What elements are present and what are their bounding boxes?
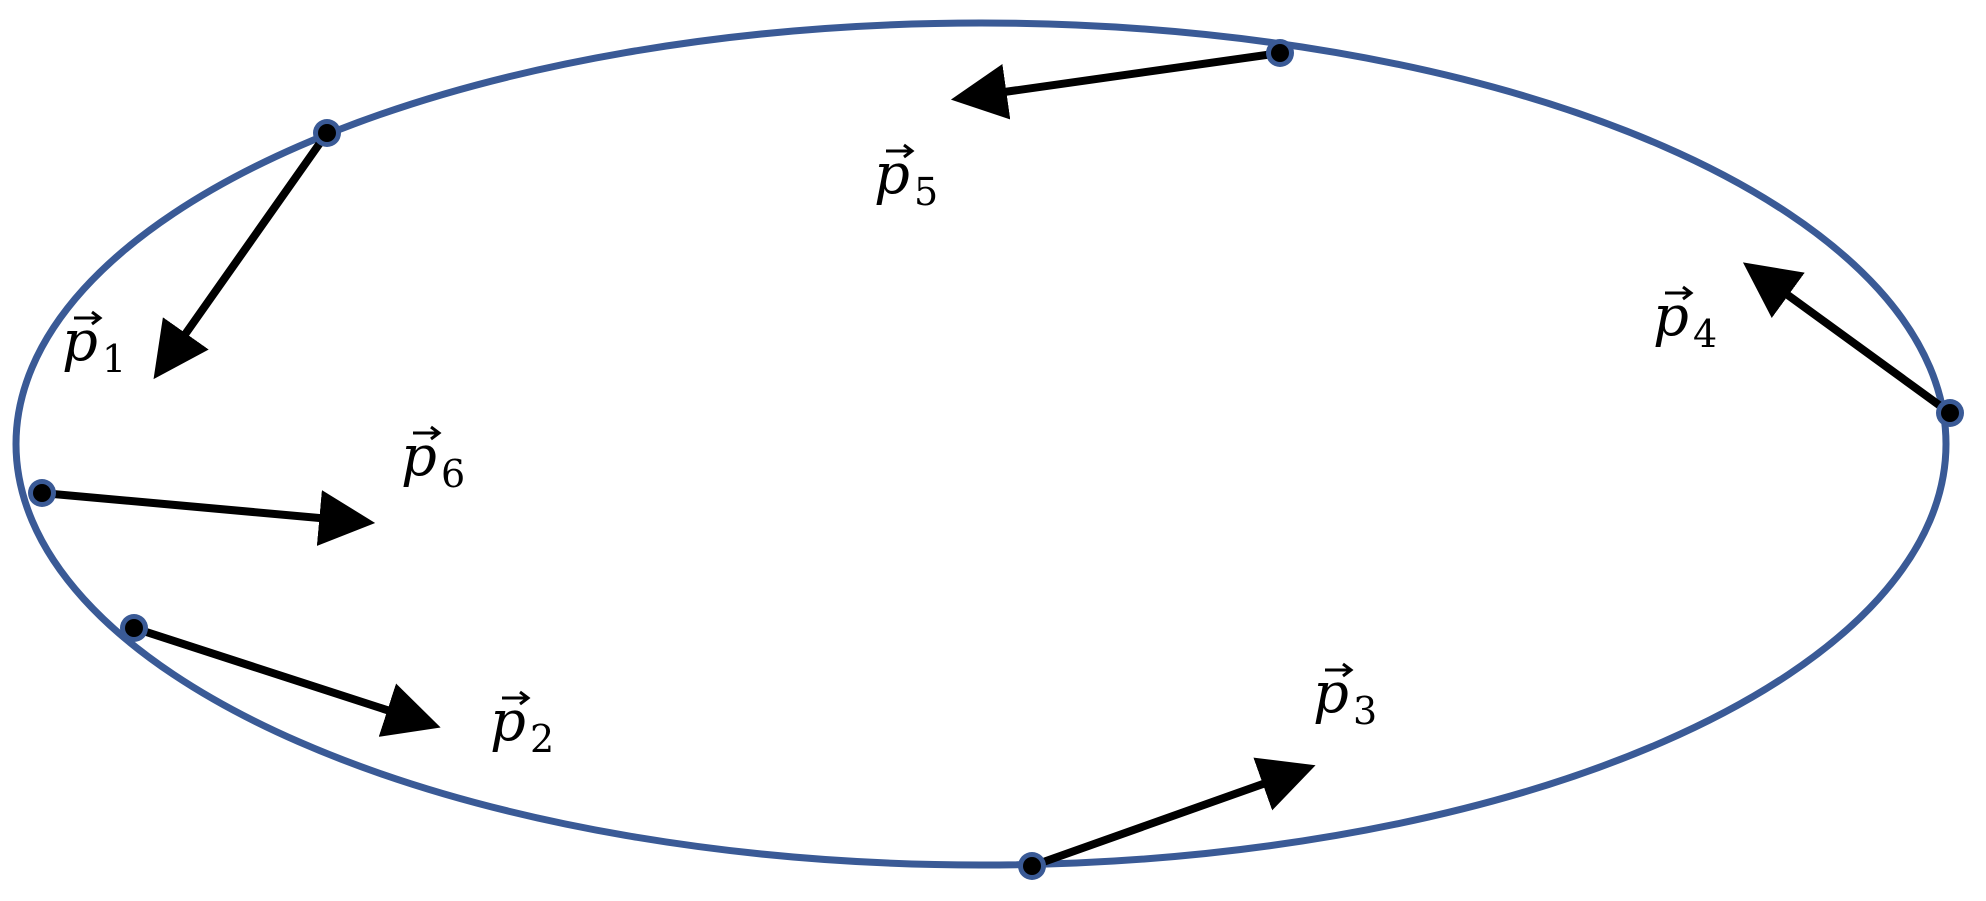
arrow-p5	[950, 49, 1281, 120]
label-p3: p 3	[1313, 661, 1377, 733]
arrow-p3	[1030, 757, 1316, 870]
svg-text:3: 3	[1353, 689, 1377, 733]
label-p4: p 4	[1653, 284, 1717, 356]
svg-text:p: p	[1653, 284, 1689, 349]
label-p1: p 1	[62, 309, 126, 381]
svg-text:5: 5	[914, 170, 938, 214]
arrow-p4	[1742, 262, 1953, 417]
svg-text:4: 4	[1693, 312, 1717, 356]
point-p2	[120, 614, 148, 642]
orbit-ellipse	[12, 19, 1950, 869]
svg-text:p: p	[62, 309, 98, 374]
label-p2: p 2	[490, 689, 554, 761]
svg-text:p: p	[401, 424, 437, 489]
point-p1	[313, 119, 341, 147]
svg-text:1: 1	[102, 337, 126, 381]
point-p4	[1936, 399, 1964, 427]
point-p6	[28, 479, 56, 507]
svg-text:p: p	[490, 689, 526, 754]
arrow-p1	[153, 130, 331, 380]
arrow-p2	[132, 624, 441, 737]
label-p5: p 5	[874, 142, 938, 214]
label-p6: p 6	[401, 424, 465, 496]
svg-text:p: p	[1313, 661, 1349, 726]
point-p3	[1018, 852, 1046, 880]
svg-text:6: 6	[441, 452, 465, 496]
arrow-p6	[41, 489, 376, 546]
point-p5	[1266, 39, 1294, 67]
svg-text:2: 2	[530, 717, 554, 761]
svg-text:p: p	[874, 142, 910, 207]
